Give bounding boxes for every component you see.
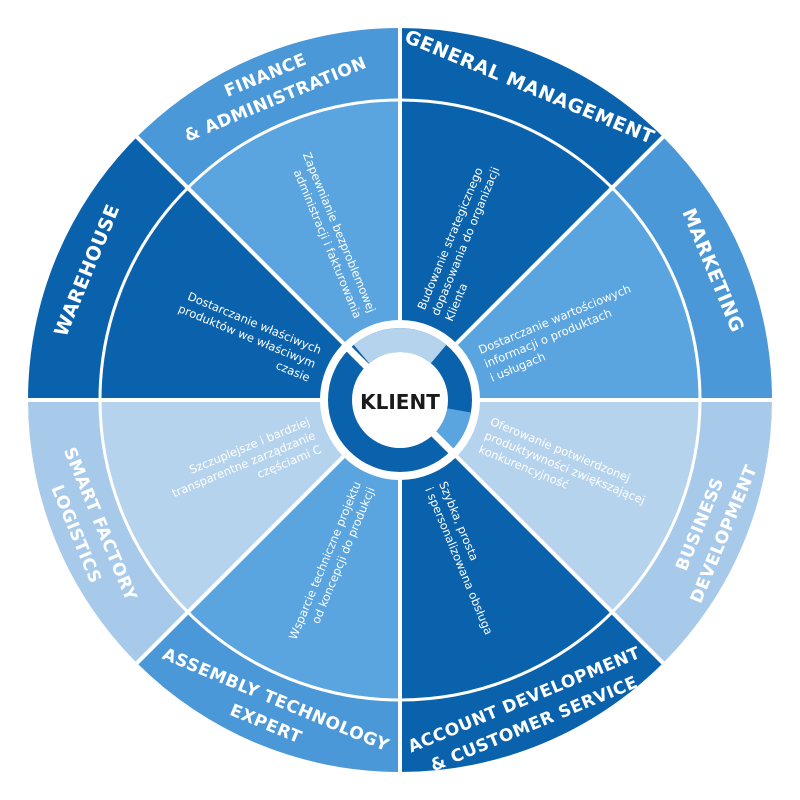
sector-outer-business-development bbox=[612, 400, 772, 664]
sector-inner-marketing bbox=[456, 187, 700, 400]
radial-divider bbox=[134, 134, 345, 345]
hub-notch-light bbox=[353, 327, 447, 364]
center-label: KLIENT bbox=[360, 390, 440, 414]
sector-outer-marketing bbox=[612, 136, 772, 400]
sector-inner-smart-factory bbox=[100, 400, 344, 613]
sector-inner-warehouse bbox=[100, 187, 344, 400]
sector-inner-account-development bbox=[400, 456, 613, 700]
sector-outer-general-management bbox=[400, 28, 664, 188]
sector-inner-general-management bbox=[400, 100, 613, 344]
radial-divider bbox=[455, 134, 666, 345]
hub-layer: KLIENT bbox=[322, 322, 478, 478]
sector-inner-assembly-technology bbox=[187, 456, 400, 700]
radial-divider bbox=[455, 455, 666, 666]
sector-outer-finance-administration bbox=[136, 28, 400, 188]
sector-outer-smart-factory bbox=[28, 400, 188, 664]
sector-outer-warehouse bbox=[28, 136, 188, 400]
sectors-layer bbox=[28, 28, 772, 772]
sector-outer-account-development bbox=[400, 612, 664, 772]
sector-inner-business-development bbox=[456, 400, 700, 613]
sector-outer-assembly-technology bbox=[136, 612, 400, 772]
ring-divider bbox=[98, 98, 702, 702]
sector-inner-finance-administration bbox=[187, 100, 400, 344]
dividers-layer bbox=[26, 26, 774, 774]
hub-gap bbox=[340, 340, 460, 460]
radial-divider bbox=[134, 455, 345, 666]
hub-center-circle bbox=[352, 352, 448, 448]
